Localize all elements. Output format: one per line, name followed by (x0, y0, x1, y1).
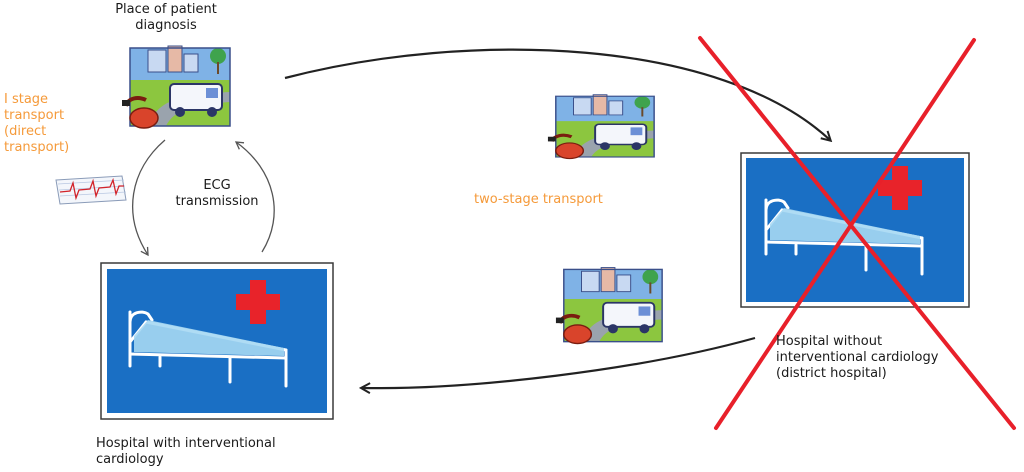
place-of-diagnosis-label: Place of patient diagnosis (115, 2, 217, 33)
ambulance-scene-icon-3 (555, 267, 663, 345)
ecg-transmission-label: ECG transmission (175, 178, 259, 209)
arrow-to-district-hospital (284, 48, 830, 140)
arrow-to-pci-hospital (362, 336, 756, 388)
district-hospital-label: Hospital without interventional cardiolo… (776, 334, 939, 381)
two-stage-transport-label: two-stage transport (474, 192, 603, 207)
hospital-sign-icon (100, 262, 334, 420)
ecg-strip-icon (55, 175, 127, 205)
arrow-ecg-transmission (234, 141, 275, 253)
ambulance-scene-icon (122, 45, 231, 129)
arrow-direct-transport (132, 139, 166, 257)
pci-hospital-label: Hospital with interventional cardiology (96, 436, 276, 467)
ambulance-scene-icon-2 (547, 94, 655, 160)
stage-one-transport-label: I stage transport (direct transport) (4, 92, 70, 155)
